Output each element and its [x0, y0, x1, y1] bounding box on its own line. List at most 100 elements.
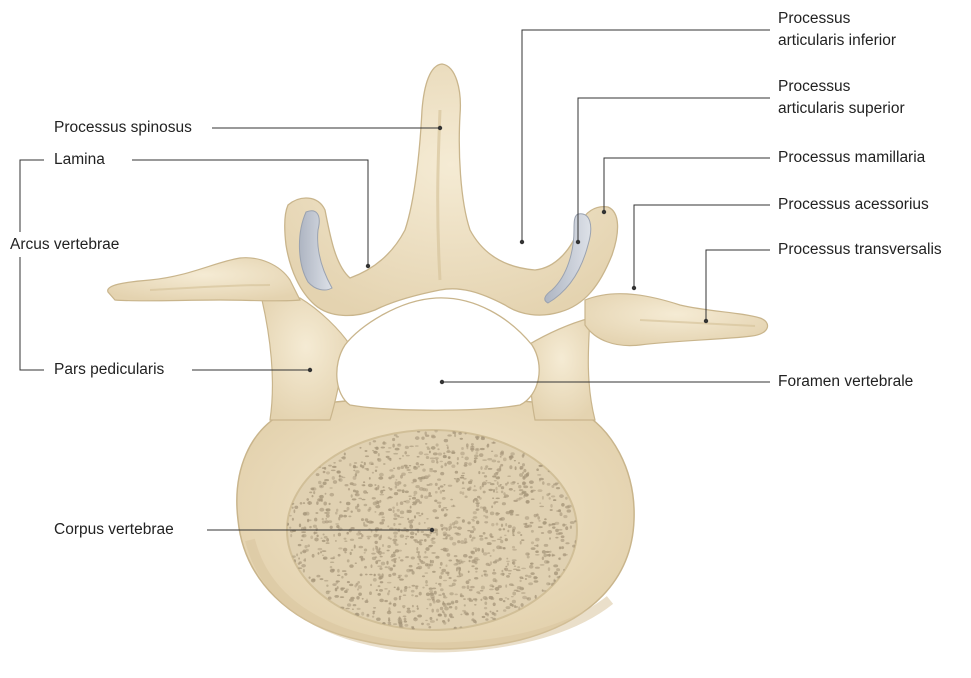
pore [519, 473, 523, 477]
pore [462, 561, 465, 563]
pore [512, 561, 515, 565]
pore [462, 481, 464, 484]
pore [483, 552, 488, 555]
pore [429, 470, 434, 473]
pore [487, 542, 492, 545]
pore [503, 492, 505, 495]
pore [460, 438, 463, 440]
pore [465, 613, 468, 615]
pore [413, 466, 416, 468]
pore [350, 527, 354, 529]
pore [455, 478, 460, 482]
pore [396, 436, 399, 438]
pore [436, 461, 438, 464]
pore [404, 465, 408, 467]
pore [471, 448, 473, 452]
pore [476, 449, 478, 451]
pore [404, 451, 407, 454]
pore [404, 624, 408, 627]
pore [475, 568, 478, 570]
pore [369, 574, 372, 576]
pore [341, 576, 343, 579]
pore [298, 544, 302, 546]
pore [455, 471, 458, 474]
pore [422, 468, 426, 471]
pore [425, 488, 428, 491]
pore [400, 559, 404, 561]
pore [344, 573, 347, 576]
pore [425, 584, 428, 586]
pore [364, 462, 366, 465]
pore [412, 501, 417, 504]
pore [505, 566, 507, 567]
pore [512, 526, 516, 530]
pore [392, 573, 396, 576]
pore [393, 468, 395, 470]
pore [514, 460, 516, 461]
arcus-bracket-top [20, 160, 44, 232]
pore [397, 611, 401, 613]
pore [409, 465, 412, 466]
pore [373, 607, 376, 608]
pore [395, 448, 400, 451]
pore [474, 577, 478, 580]
pore [394, 597, 398, 600]
pore [471, 539, 474, 542]
pore [380, 581, 384, 583]
pore [542, 557, 544, 561]
pore [344, 484, 348, 486]
pore [439, 575, 442, 579]
pore [296, 553, 298, 556]
pore [378, 577, 381, 579]
pore [520, 541, 522, 545]
pore [320, 486, 322, 487]
pore [349, 463, 351, 466]
pore [465, 541, 468, 543]
pore [501, 570, 503, 573]
pore [529, 480, 534, 484]
pore [429, 587, 433, 589]
pore [490, 483, 495, 485]
pore [443, 452, 445, 454]
pore [553, 564, 558, 567]
pore [339, 501, 341, 503]
pore [504, 535, 507, 536]
pore [434, 591, 437, 595]
pore [486, 563, 490, 566]
pore [446, 603, 451, 606]
pore [369, 477, 371, 480]
pore [350, 552, 352, 555]
pore [357, 509, 361, 513]
pore [304, 558, 306, 562]
pore [439, 567, 441, 569]
pore [464, 456, 468, 460]
pore [407, 608, 410, 610]
label-corpus-vertebrae: Corpus vertebrae [54, 519, 174, 541]
pore [405, 467, 409, 469]
pore [417, 615, 422, 618]
pore [308, 519, 311, 521]
pore [505, 523, 507, 526]
pore [393, 523, 395, 526]
pore [449, 613, 453, 617]
pore [424, 551, 426, 554]
pore [394, 528, 397, 529]
pore [324, 512, 327, 514]
pore [415, 585, 419, 587]
pore [440, 562, 443, 566]
pore [412, 610, 416, 612]
pore [448, 526, 452, 530]
pore [349, 598, 354, 601]
pore [418, 553, 420, 555]
pore [506, 558, 508, 560]
pore [432, 560, 435, 563]
label-processus-mamillaria: Processus mamillaria [778, 147, 925, 169]
pore [388, 536, 390, 539]
pore [470, 551, 473, 554]
pore [440, 472, 444, 476]
pore [493, 602, 496, 606]
pore [436, 532, 438, 535]
pore [440, 461, 443, 463]
pore [425, 547, 429, 551]
pore [456, 533, 461, 536]
